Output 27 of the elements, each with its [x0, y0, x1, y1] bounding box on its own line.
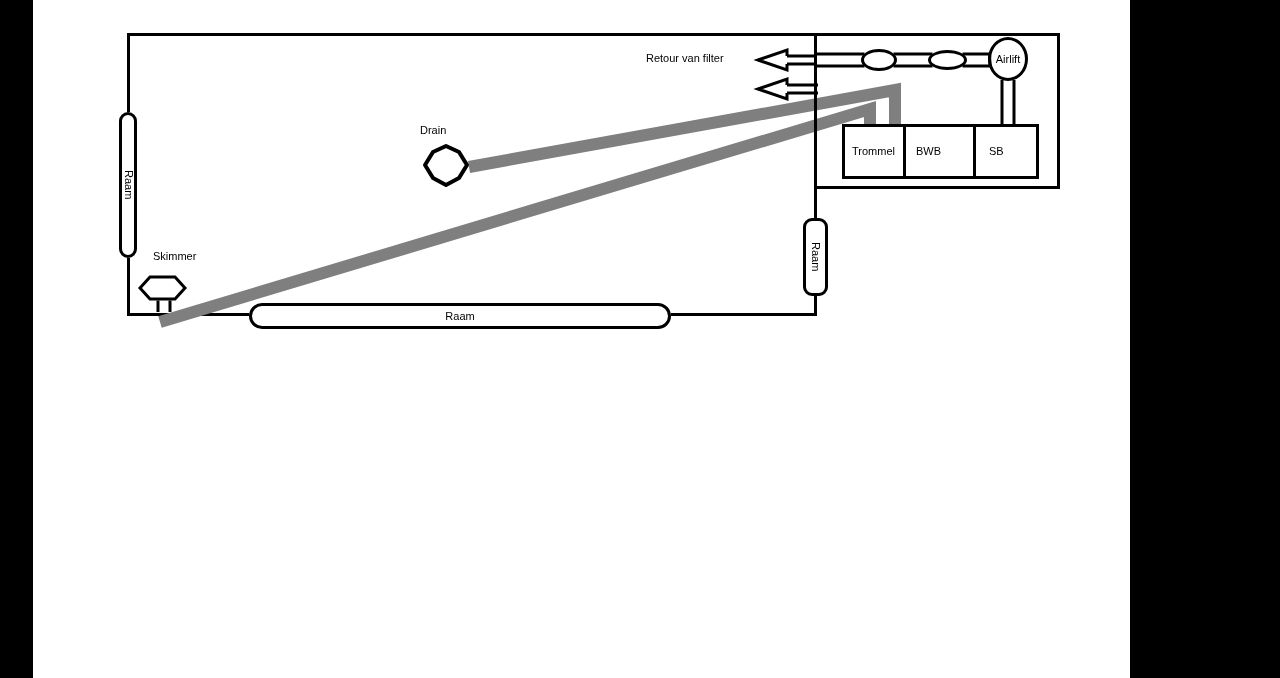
window-frame [803, 218, 828, 296]
chamber-label: SB [989, 145, 1005, 158]
filter-chamber [973, 124, 1039, 179]
pipe [467, 82, 901, 173]
pipe [158, 100, 876, 328]
annotation-label: Retour van filter [646, 52, 724, 65]
pipe [892, 52, 934, 68]
filter-chamber [842, 124, 906, 179]
airlift-label: Airlift [995, 52, 1021, 66]
flow-arrow [756, 77, 820, 101]
window-label: Raam [809, 242, 822, 272]
airlift-vessel [988, 37, 1028, 81]
pipe [961, 52, 992, 68]
filter-chamber [903, 124, 976, 179]
drain-label: Drain [420, 124, 447, 137]
oval-icon [928, 50, 967, 70]
window-frame [249, 303, 671, 329]
window-frame [119, 112, 137, 258]
chamber-label: Trommel [852, 145, 896, 158]
pipe [1000, 78, 1016, 126]
flow-arrow [756, 48, 866, 72]
skimmer-label: Skimmer [153, 250, 197, 263]
chamber-label: BWB [916, 145, 943, 158]
oval-icon [861, 49, 897, 71]
window-label: Raam [445, 309, 475, 323]
filter-house-frame [814, 33, 1060, 189]
window-label: Raam [121, 170, 135, 200]
